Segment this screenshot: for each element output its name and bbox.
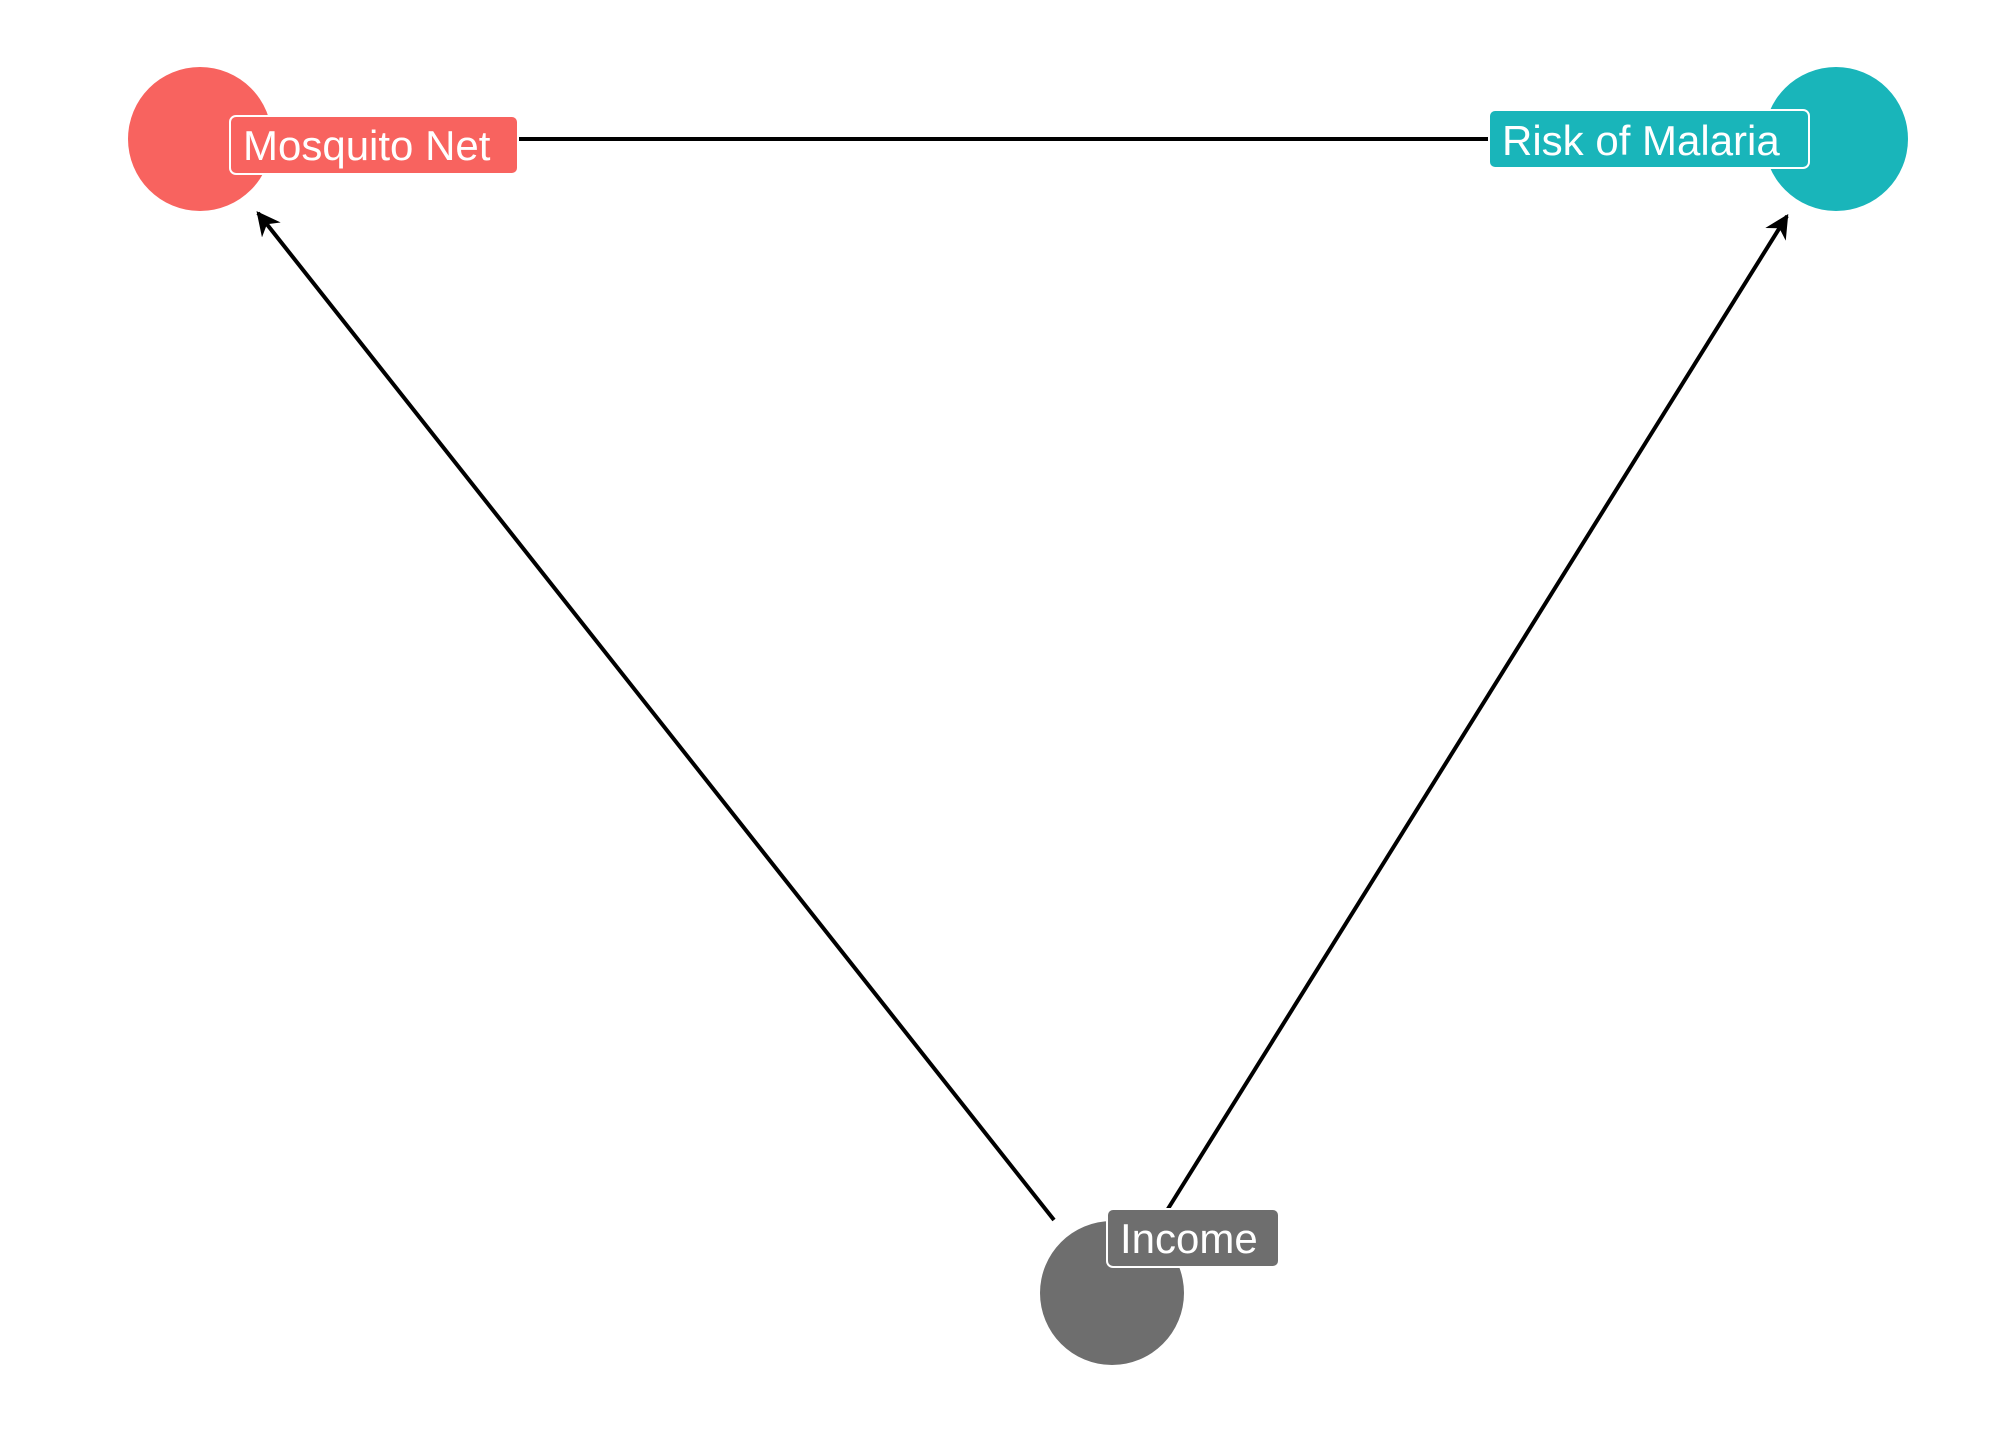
label-text-income: Income [1120,1215,1258,1262]
label-income: Income [1106,1208,1280,1268]
edges-layer [256,137,1789,1222]
node-risk-of-malaria[interactable] [1764,67,1908,211]
label-box-income [1106,1208,1280,1268]
label-box-mosquito-net [229,115,519,175]
label-text-mosquito-net: Mosquito Net [243,122,491,169]
nodes-layer [128,67,1908,1365]
edge-income-to-mosquito-net [256,211,1056,1222]
labels-layer: Mosquito Net Risk of Malaria Income [229,109,1810,1268]
edge-income-to-risk-of-malaria [1164,213,1789,1214]
label-mosquito-net: Mosquito Net [229,115,519,175]
label-text-risk-of-malaria: Risk of Malaria [1502,117,1780,164]
label-box-risk-of-malaria [1488,109,1810,169]
label-risk-of-malaria: Risk of Malaria [1488,109,1810,169]
